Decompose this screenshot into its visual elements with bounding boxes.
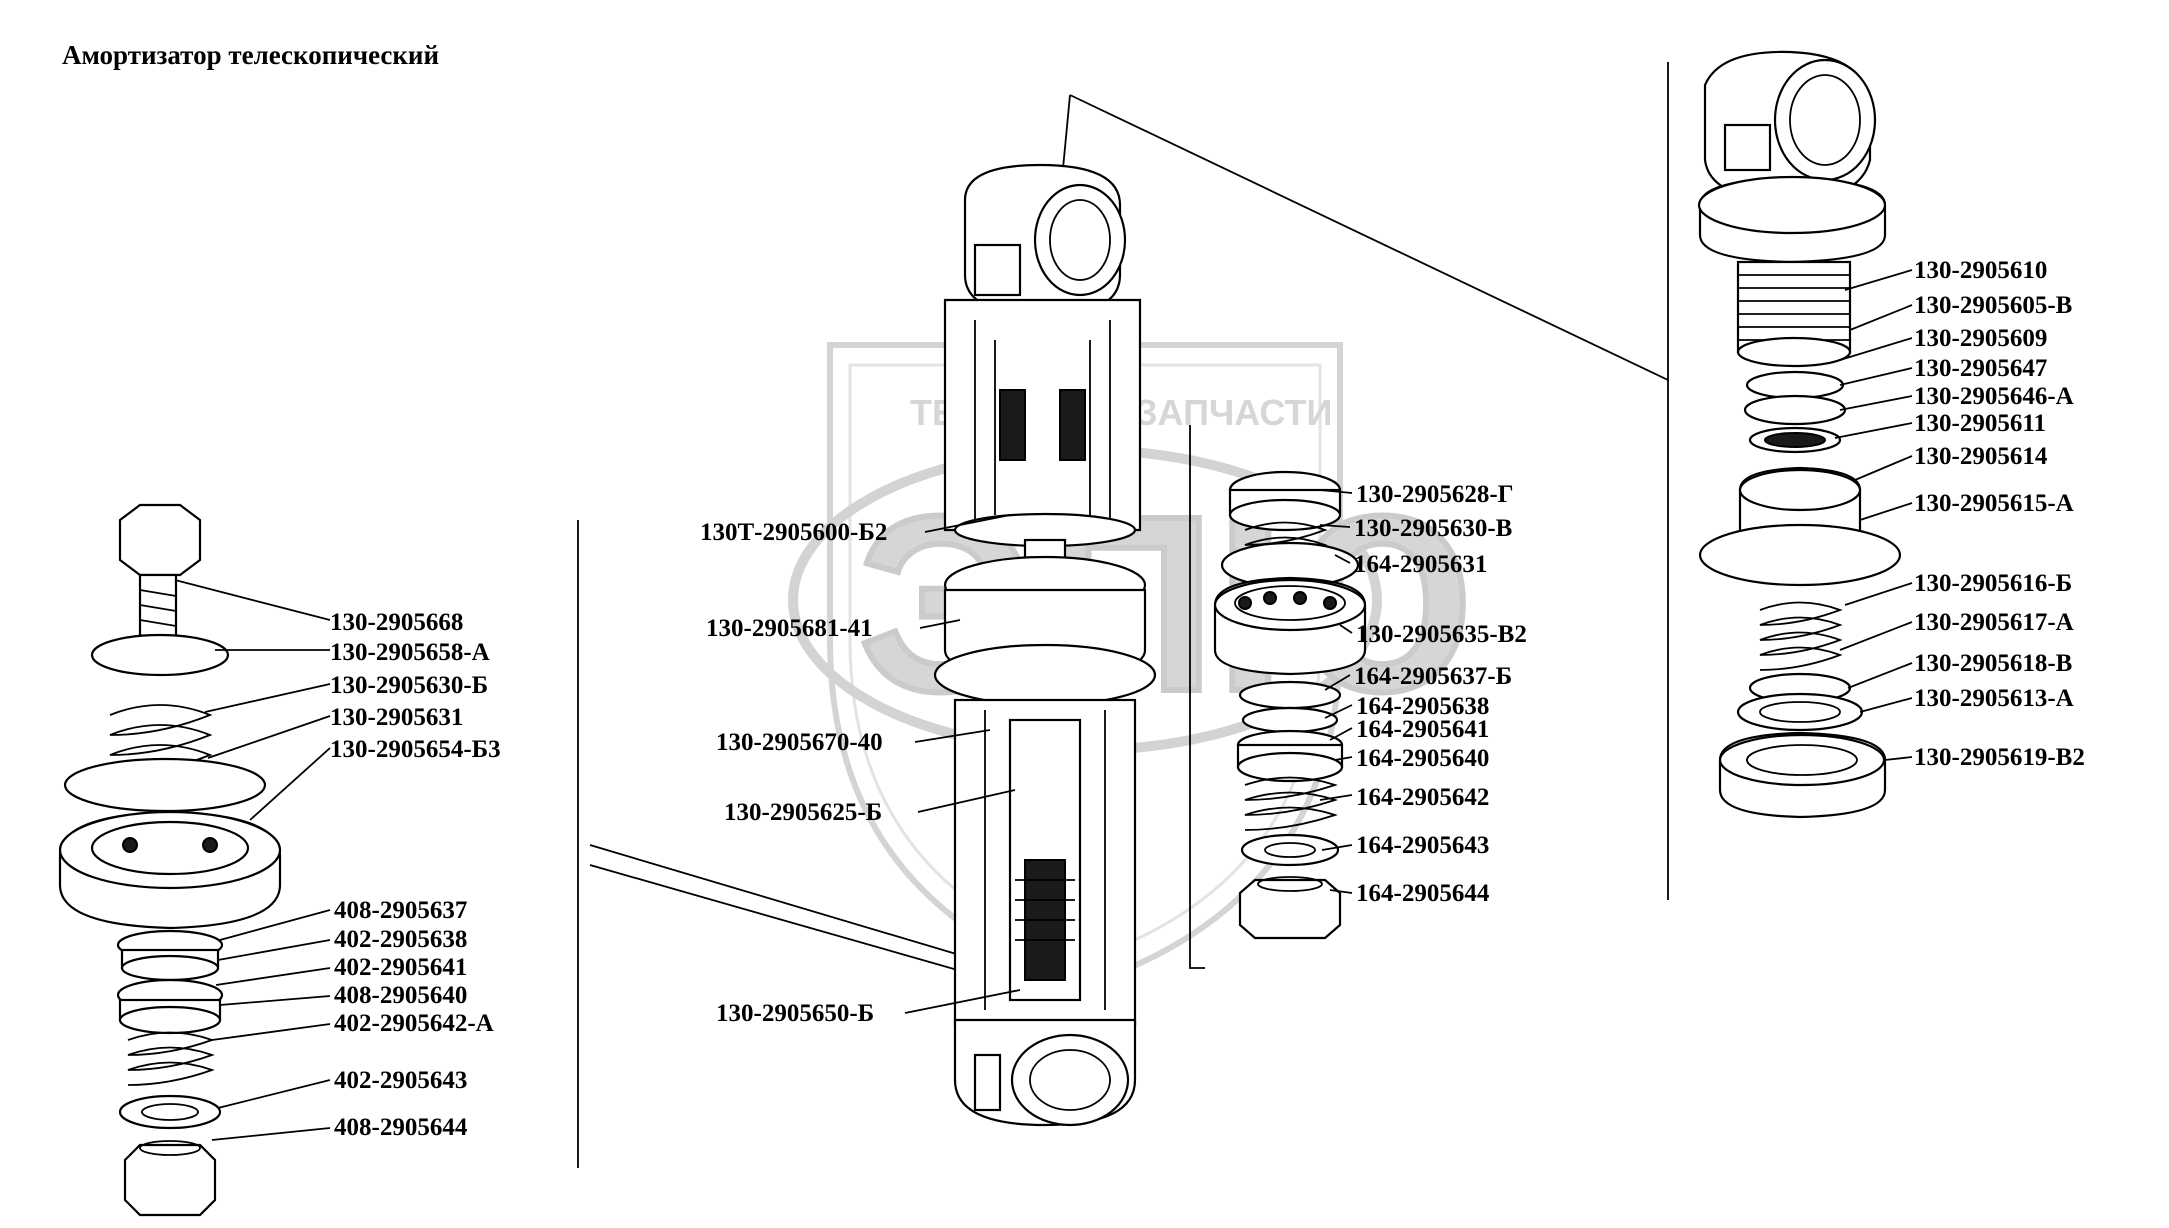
part-label: 164-2905631 <box>1354 551 1487 578</box>
part-label: 130-2905605-В <box>1914 292 2072 319</box>
part-label: 130Т-2905600-Б2 <box>700 519 887 546</box>
part-label: 164-2905643 <box>1356 832 1489 859</box>
part-label: 130-2905619-В2 <box>1914 744 2085 771</box>
part-label: 130-2905635-В2 <box>1356 621 1527 648</box>
part-label: 130-2905630-В <box>1354 515 1512 542</box>
left-label-group: 130-2905668 130-2905658-А 130-2905630-Б … <box>330 609 501 1141</box>
part-label: 130-2905615-А <box>1914 490 2074 517</box>
part-label: 130-2905616-Б <box>1914 570 2072 597</box>
part-label: 164-2905640 <box>1356 745 1489 772</box>
part-label: 408-2905637 <box>334 897 467 924</box>
part-label: 130-2905646-А <box>1914 383 2074 410</box>
part-label: 164-2905637-Б <box>1354 663 1512 690</box>
part-label: 130-2905609 <box>1914 325 2047 352</box>
part-label: 130-2905658-А <box>330 639 490 666</box>
part-label: 164-2905641 <box>1356 716 1489 743</box>
part-label: 130-2905614 <box>1914 443 2048 470</box>
part-label: 130-2905654-Б3 <box>330 736 501 763</box>
right-label-group: 130-2905610 130-2905605-В 130-2905609 13… <box>1914 257 2085 771</box>
part-label: 130-2905613-А <box>1914 685 2074 712</box>
part-label: 130-2905631 <box>330 704 463 731</box>
part-label: 408-2905644 <box>334 1114 468 1141</box>
part-label: 402-2905642-А <box>334 1010 494 1037</box>
part-label: 130-2905625-Б <box>724 799 882 826</box>
part-label: 130-2905681-41 <box>706 615 873 642</box>
center-shock-absorber <box>933 163 1157 1127</box>
part-label: 402-2905643 <box>334 1067 467 1094</box>
part-label: 130-2905618-В <box>1914 650 2072 677</box>
part-label: 130-2905668 <box>330 609 463 636</box>
middle-right-assembly <box>1213 470 1367 940</box>
part-label: 130-2905628-Г <box>1356 481 1514 508</box>
part-label: 164-2905642 <box>1356 784 1489 811</box>
part-label: 130-2905630-Б <box>330 672 488 699</box>
diagram-title: Амортизатор телескопический <box>62 40 440 70</box>
part-label: 408-2905640 <box>334 982 467 1009</box>
left-assembly <box>58 503 282 1217</box>
part-label: 130-2905611 <box>1914 410 2046 437</box>
center-label-group: 130Т-2905600-Б2 130-2905681-41 130-29056… <box>700 519 887 1027</box>
part-label: 130-2905610 <box>1914 257 2047 284</box>
part-label: 130-2905647 <box>1914 355 2047 382</box>
watermark-line2: ЗАПЧАСТИ <box>1135 392 1332 433</box>
part-label: 402-2905641 <box>334 954 467 981</box>
group-lines <box>577 62 1669 1168</box>
part-label: 164-2905644 <box>1356 880 1490 907</box>
right-assembly <box>1697 50 1902 819</box>
part-label: 402-2905638 <box>334 926 467 953</box>
part-label: 164-2905638 <box>1356 693 1489 720</box>
leader-lines <box>174 269 1913 1141</box>
part-label: 130-2905670-40 <box>716 729 883 756</box>
part-label: 130-2905617-А <box>1914 609 2074 636</box>
part-label: 130-2905650-Б <box>716 1000 874 1027</box>
middle-right-label-group: 130-2905628-Г 130-2905630-В 164-2905631 … <box>1354 481 1527 907</box>
